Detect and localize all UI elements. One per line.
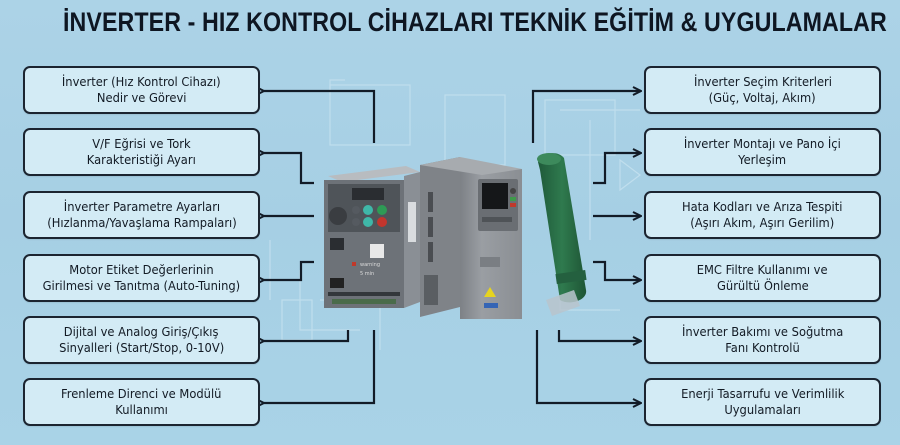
topic-box-parameter-settings[interactable]: İnverter Parametre Ayarları (Hızlanma/Ya… <box>23 191 260 239</box>
page-title: İNVERTER - HIZ KONTROL CİHAZLARI TEKNİK … <box>63 7 887 37</box>
topic-line: İnverter (Hız Kontrol Cihazı) <box>62 74 221 89</box>
topic-line: EMC Filtre Kullanımı ve <box>697 262 828 277</box>
topic-line: Enerji Tasarrufu ve Verimlilik <box>680 386 845 401</box>
large-inverter-image <box>420 157 522 319</box>
topic-line: İnverter Montajı ve Pano İçi <box>683 136 842 151</box>
topic-line: Fanı Kontrolü <box>725 340 800 355</box>
topic-line: (Güç, Voltaj, Akım) <box>708 90 817 105</box>
topic-line: V/F Eğrisi ve Tork <box>92 136 191 151</box>
topic-line: Motor Etiket Değerlerinin <box>69 262 214 277</box>
topic-box-maintenance-cooling[interactable]: İnverter Bakımı ve Soğutma Fanı Kontrolü <box>644 316 881 364</box>
svg-text:warning: warning <box>360 262 380 268</box>
topic-line: Hata Kodları ve Arıza Tespiti <box>682 199 843 214</box>
topic-box-io-signals[interactable]: Dijital ve Analog Giriş/Çıkış Sinyalleri… <box>23 316 260 364</box>
topic-box-vf-curve[interactable]: V/F Eğrisi ve Tork Karakteristiği Ayarı <box>23 128 260 176</box>
small-inverter-image: warning 5 min <box>324 166 420 308</box>
topic-box-energy-saving[interactable]: Enerji Tasarrufu ve Verimlilik Uygulamal… <box>644 378 881 426</box>
topic-line: Karakteristiği Ayarı <box>86 152 197 167</box>
braking-resistor-image <box>537 153 587 316</box>
topic-line: Sinyalleri (Start/Stop, 0-10V) <box>58 340 225 355</box>
topic-box-emc-filter[interactable]: EMC Filtre Kullanımı ve Gürültü Önleme <box>644 254 881 302</box>
topic-box-motor-auto-tuning[interactable]: Motor Etiket Değerlerinin Girilmesi ve T… <box>23 254 260 302</box>
topic-line: (Aşırı Akım, Aşırı Gerilim) <box>690 215 835 230</box>
topic-box-inverter-definition[interactable]: İnverter (Hız Kontrol Cihazı) Nedir ve G… <box>23 66 260 114</box>
topic-line: Dijital ve Analog Giriş/Çıkış <box>64 324 219 339</box>
topic-line: Yerleşim <box>738 152 787 167</box>
topic-box-braking-resistor[interactable]: Frenleme Direnci ve Modülü Kullanımı <box>23 378 260 426</box>
svg-text:5 min: 5 min <box>360 271 374 277</box>
topic-box-selection-criteria[interactable]: İnverter Seçim Kriterleri (Güç, Voltaj, … <box>644 66 881 114</box>
topic-line: İnverter Seçim Kriterleri <box>693 74 832 89</box>
topic-line: Nedir ve Görevi <box>96 90 187 105</box>
topic-line: Uygulamaları <box>724 402 801 417</box>
topic-line: İnverter Bakımı ve Soğutma <box>681 324 844 339</box>
topic-line: Kullanımı <box>115 402 168 417</box>
topic-line: Gürültü Önleme <box>716 278 809 293</box>
topic-box-mounting[interactable]: İnverter Montajı ve Pano İçi Yerleşim <box>644 128 881 176</box>
topic-line: Frenleme Direnci ve Modülü <box>61 386 222 401</box>
topic-box-fault-codes[interactable]: Hata Kodları ve Arıza Tespiti (Aşırı Akı… <box>644 191 881 239</box>
topic-line: Girilmesi ve Tanıtma (Auto-Tuning) <box>42 278 241 293</box>
topic-line: (Hızlanma/Yavaşlama Rampaları) <box>46 215 237 230</box>
topic-line: İnverter Parametre Ayarları <box>63 199 220 214</box>
